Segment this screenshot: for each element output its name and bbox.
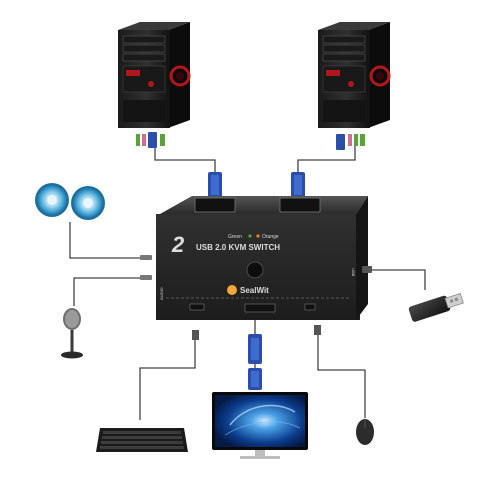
mouse-plug (314, 325, 321, 335)
vga-plug-pc2 (291, 172, 305, 198)
kvm-switch: 2 USB 2.0 KVM SWITCH Green Orange SealWi… (156, 196, 368, 320)
pc-tower-2 (318, 22, 391, 150)
switch-title: USB 2.0 KVM SWITCH (196, 243, 280, 252)
speakers (35, 183, 105, 220)
led-orange (256, 234, 260, 238)
keyboard (96, 428, 188, 452)
led-orange-label: Orange (262, 234, 279, 240)
keyboard-plug (192, 330, 199, 340)
cables (69, 137, 426, 420)
switch-push-button[interactable] (246, 261, 264, 279)
usb-plug (362, 266, 372, 273)
switch-number: 2 (171, 232, 185, 257)
vga-plug-pc1 (208, 172, 222, 198)
audio-jacks (140, 255, 152, 280)
microphone (61, 308, 83, 359)
pc-tower-1 (118, 22, 191, 148)
usb-port-label: USB (351, 268, 356, 277)
monitor (212, 392, 308, 459)
speaker-left (35, 183, 69, 217)
led-green (248, 234, 252, 238)
sealwit-logo (227, 285, 237, 295)
keyboard-keys (100, 431, 184, 449)
led-green-label: Green (228, 234, 242, 240)
speaker-right (71, 186, 105, 220)
audio-port-label: AUDIO (159, 287, 164, 300)
vga-plug-monitor (248, 320, 262, 390)
mouse (356, 419, 374, 445)
usb-flash-drive (408, 292, 464, 322)
brand-name: SealWit (240, 286, 269, 295)
